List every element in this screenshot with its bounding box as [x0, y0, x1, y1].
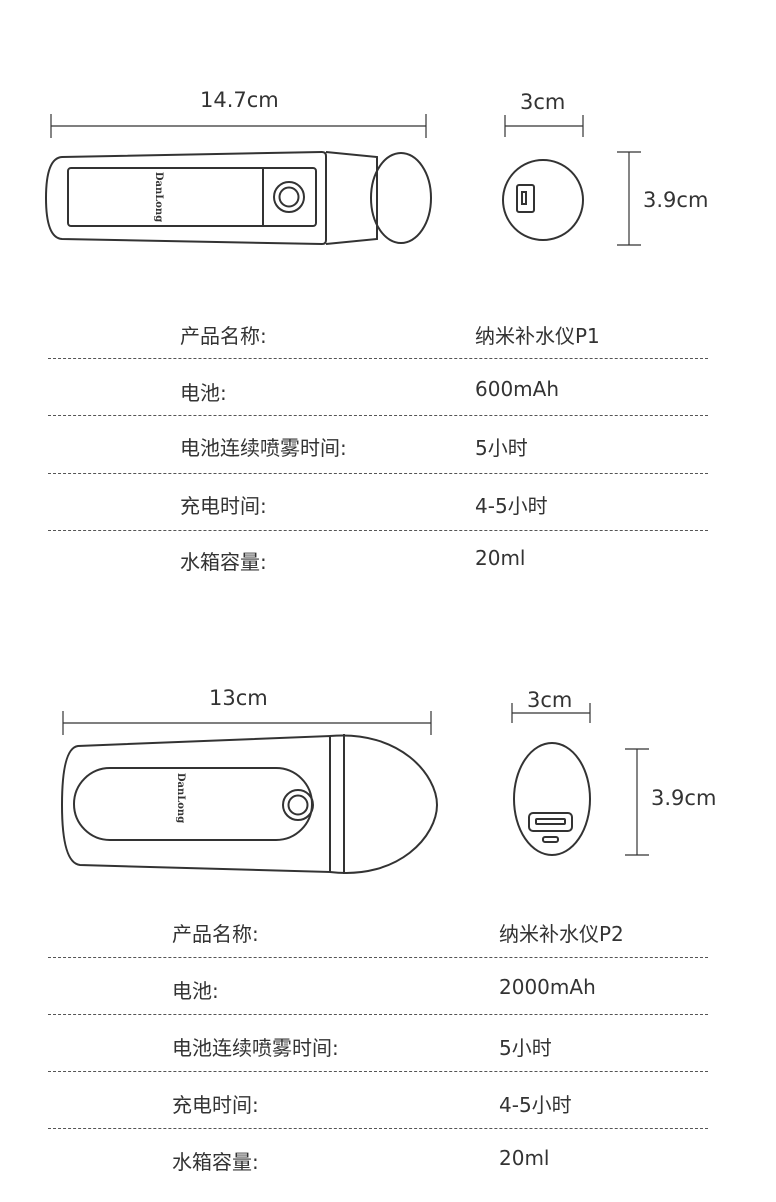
p1-width-label: 3cm — [520, 90, 566, 114]
row-divider — [48, 1128, 708, 1129]
spec-label: 水箱容量: — [172, 1150, 259, 1174]
row-divider — [48, 358, 708, 359]
spec-row: 电池: 600mAh — [48, 377, 708, 433]
spec-label: 水箱容量: — [180, 550, 267, 574]
row-divider — [48, 957, 708, 958]
p2-length-label: 13cm — [209, 686, 268, 710]
p2-product-drawing: DanLong — [60, 703, 649, 874]
spec-label: 充电时间: — [180, 494, 267, 518]
spec-value: 纳米补水仪P2 — [499, 922, 624, 946]
row-divider — [48, 473, 708, 474]
p1-width-dimension-line — [504, 115, 584, 137]
p2-height-dimension-line — [625, 748, 649, 856]
spec-label: 电池: — [180, 381, 227, 405]
spec-value: 5小时 — [499, 1036, 552, 1060]
row-divider — [48, 1071, 708, 1072]
spec-value: 2000mAh — [499, 975, 596, 999]
p2-side-view — [60, 734, 439, 874]
spec-label: 电池连续喷雾时间: — [172, 1036, 339, 1060]
p1-length-label: 14.7cm — [200, 88, 279, 112]
spec-value: 4-5小时 — [499, 1093, 572, 1117]
p1-product-drawing: DanLong — [44, 114, 641, 246]
p2-length-dimension-line — [62, 711, 432, 735]
p2-width-label: 3cm — [527, 688, 573, 712]
p2-end-view — [513, 742, 591, 856]
p2-spec-table: 产品名称: 纳米补水仪P2 电池: 2000mAh 电池连续喷雾时间: 5小时 … — [48, 918, 708, 1188]
spec-label: 电池: — [172, 979, 219, 1003]
spec-row: 水箱容量: 20ml — [48, 1146, 708, 1202]
p2-width-dimension-line — [511, 703, 591, 723]
row-divider — [48, 530, 708, 531]
spec-row: 电池: 2000mAh — [48, 975, 708, 1031]
spec-row: 充电时间: 4-5小时 — [48, 490, 708, 546]
row-divider — [48, 415, 708, 416]
spec-row: 电池连续喷雾时间: 5小时 — [48, 432, 708, 488]
spec-label: 充电时间: — [172, 1093, 259, 1117]
spec-row: 产品名称: 纳米补水仪P1 — [48, 320, 708, 376]
row-divider — [48, 1014, 708, 1015]
product-p1-section: DanLong 14.7cm 3cm 3.9cm 产品名称: 纳米补水仪P1 电 — [0, 0, 776, 600]
spec-label: 产品名称: — [180, 324, 267, 348]
spec-value: 20ml — [499, 1146, 550, 1170]
p2-brand-logo: DanLong — [175, 773, 186, 823]
spec-row: 水箱容量: 20ml — [48, 546, 708, 602]
p1-height-dimension-line — [617, 151, 641, 246]
spec-value: 纳米补水仪P1 — [475, 324, 600, 348]
spec-row: 充电时间: 4-5小时 — [48, 1089, 708, 1145]
spec-label: 产品名称: — [172, 922, 259, 946]
p1-end-view — [502, 159, 584, 241]
p1-side-view — [44, 150, 432, 246]
spec-row: 产品名称: 纳米补水仪P2 — [48, 918, 708, 974]
spec-value: 5小时 — [475, 436, 528, 460]
spec-value: 600mAh — [475, 377, 560, 401]
p1-spec-table: 产品名称: 纳米补水仪P1 电池: 600mAh 电池连续喷雾时间: 5小时 充… — [48, 320, 708, 580]
spec-value: 20ml — [475, 546, 526, 570]
spec-value: 4-5小时 — [475, 494, 548, 518]
p1-height-label: 3.9cm — [643, 188, 709, 212]
product-p2-section: DanLong 13cm 3cm 3.9cm 产品名称: 纳米补水仪P2 — [0, 600, 776, 1200]
p1-brand-logo: DanLong — [153, 172, 164, 222]
spec-row: 电池连续喷雾时间: 5小时 — [48, 1032, 708, 1088]
p1-length-dimension-line — [50, 114, 427, 138]
spec-label: 电池连续喷雾时间: — [180, 436, 347, 460]
p2-height-label: 3.9cm — [651, 786, 717, 810]
